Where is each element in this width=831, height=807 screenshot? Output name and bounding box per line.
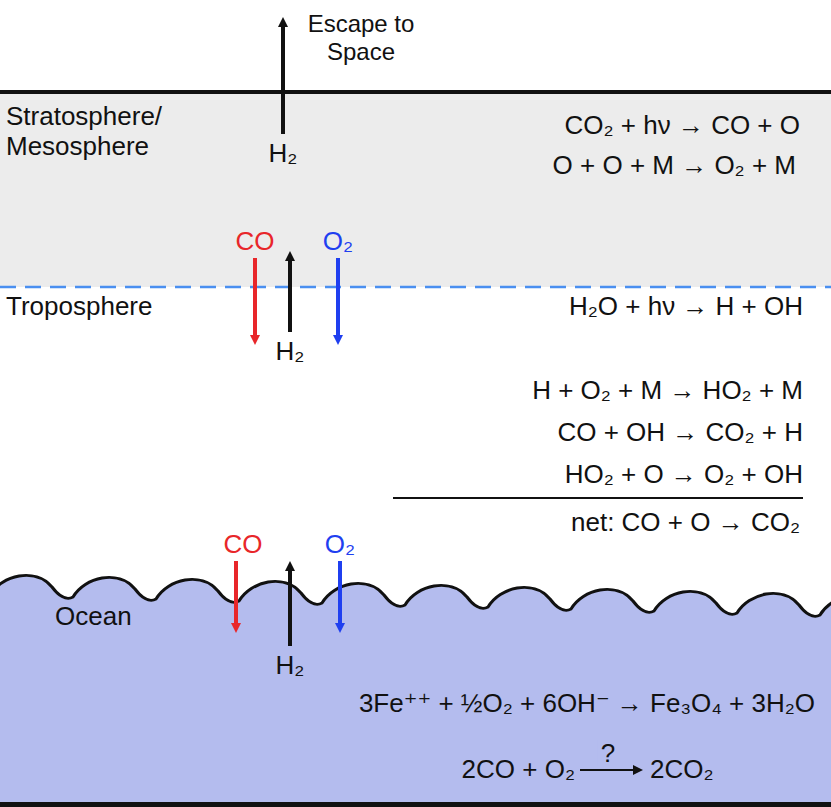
bottom-boundary [0,802,831,806]
species-label: H₂ [276,652,305,678]
top-boundary [0,90,831,94]
reaction: H + O₂ + M → HO₂ + M [532,377,803,403]
escape-label: Escape to Space [305,10,417,65]
escape-arrow [281,22,285,134]
region-name: Ocean [55,603,132,629]
ocean-waves [0,575,831,807]
co-down-arrow [234,561,238,628]
species-label: CO [224,531,263,557]
stratosphere-band: Stratosphere/ Mesosphere CO₂ + hν → CO + … [0,94,831,287]
reactants: 2CO + O₂ [462,756,575,782]
reaction: CO₂ + hν → CO + O [565,112,801,138]
troposphere-band: Troposphere H₂O + hν → H + OH H + O₂ + M →… [0,287,831,587]
reaction: 3Fe⁺⁺ + ½O₂ + 6OH⁻ → Fe₃O₄ + 3H₂O [359,690,815,716]
o2-down-arrow [338,561,342,628]
net-reaction: net: CO + O → CO₂ [571,509,800,535]
species-label: O₂ [325,531,355,557]
products: 2CO₂ [650,756,714,782]
species-label: CO [236,228,275,254]
region-name: Troposphere [6,293,152,319]
h2-up-arrow [288,256,292,332]
sum-rule [393,497,803,499]
stratosphere-band [0,92,831,287]
reaction: H₂O + hν → H + OH [569,293,803,319]
species-label: H₂ [276,338,305,364]
o2-down-arrow [336,258,340,340]
reaction: CO + OH → CO₂ + H [557,419,803,445]
h2-up-arrow [288,566,292,646]
reaction: HO₂ + O → O₂ + OH [565,461,803,487]
reaction: O + O + M → O₂ + M [553,152,796,178]
ocean-band: Ocean 3Fe⁺⁺ + ½O₂ + 6OH⁻ → Fe₃O₄ + 3H₂O 2C… [0,590,831,807]
question-mark: ? [598,740,618,766]
reaction-arrow [580,769,638,771]
species-label: O₂ [323,228,353,254]
tropopause-dashed-line [0,286,831,289]
region-name: Stratosphere/ Mesosphere [6,102,206,162]
co-down-arrow [253,258,257,340]
species-label: H₂ [269,140,298,166]
